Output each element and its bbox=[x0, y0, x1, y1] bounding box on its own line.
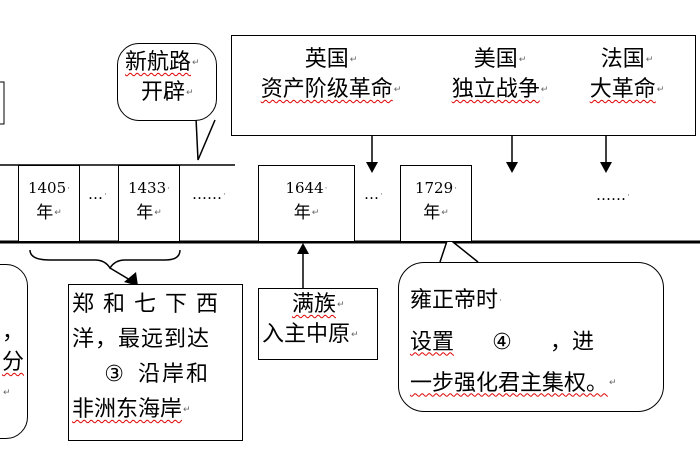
france-label: 法国 bbox=[600, 47, 645, 72]
year-box-1405: 1405· 年↵ bbox=[18, 165, 80, 242]
blank-4-label: ④ bbox=[492, 329, 512, 355]
arrow-up-1644 bbox=[297, 243, 309, 254]
yongzheng-line1: 雍正帝时 bbox=[410, 288, 499, 313]
dots-2: ……· bbox=[192, 185, 226, 203]
zhenghe-line3: 沿岸和 bbox=[138, 362, 211, 387]
england-event: 资产阶级革命 bbox=[260, 77, 393, 102]
brace-1405-1433 bbox=[29, 249, 181, 270]
zhenghe-line1: 郑和七下西 bbox=[72, 292, 228, 317]
dots-1: …· bbox=[88, 185, 107, 203]
left-partial-text: ， 分 ↵ bbox=[2, 320, 25, 398]
arrow-down-2 bbox=[506, 162, 518, 173]
callout-tail-new-route bbox=[195, 117, 216, 161]
yongzheng-callout bbox=[398, 262, 664, 412]
arrow-down-3 bbox=[600, 162, 612, 173]
usa-event: 独立战争 bbox=[451, 77, 540, 102]
manchu-box bbox=[258, 288, 378, 360]
revolutions-box bbox=[231, 35, 696, 136]
yongzheng-line3: 一步强化君主集权。 bbox=[410, 370, 609, 396]
year-box-1433: 1433· 年↵ bbox=[118, 165, 180, 242]
france-event: 大革命 bbox=[589, 77, 656, 102]
year-box-1644: 1644· 年↵ bbox=[258, 165, 355, 242]
manchu-line1: 满族 bbox=[292, 292, 337, 317]
new-route-text: 新航路↵ 开辟↵ bbox=[125, 50, 200, 105]
item-usa: 美国↵ 独立战争↵ bbox=[451, 47, 549, 102]
manchu-line2: 入主中原 bbox=[262, 322, 351, 347]
dots-4: ……· bbox=[596, 186, 630, 204]
left-partial-box bbox=[0, 81, 5, 125]
zhenghe-line4: 非洲东海岸 bbox=[72, 397, 183, 422]
blank-3-label: ③ bbox=[104, 362, 124, 387]
left-partial-bubble bbox=[0, 264, 28, 439]
england-label: 英国 bbox=[304, 47, 349, 72]
year-box-1729: 1729· 年↵ bbox=[400, 165, 472, 242]
item-england: 英国↵ 资产阶级革命↵ bbox=[260, 47, 402, 102]
manchu-text: 满族↵ 入主中原↵ bbox=[262, 292, 359, 347]
item-france: 法国↵ 大革命↵ bbox=[589, 47, 665, 102]
yongzheng-line2b: ，进 bbox=[550, 329, 595, 355]
arrow-to-zhenghe bbox=[124, 272, 138, 286]
dots-3: …· bbox=[364, 185, 383, 203]
new-route-callout bbox=[117, 43, 217, 121]
yongzheng-line2a: 设置 bbox=[410, 329, 455, 355]
zhenghe-line2: 洋，最远到达 bbox=[72, 327, 211, 352]
arrow-down-1 bbox=[366, 162, 378, 173]
usa-label: 美国 bbox=[473, 47, 518, 72]
zhenghe-box bbox=[68, 284, 243, 441]
